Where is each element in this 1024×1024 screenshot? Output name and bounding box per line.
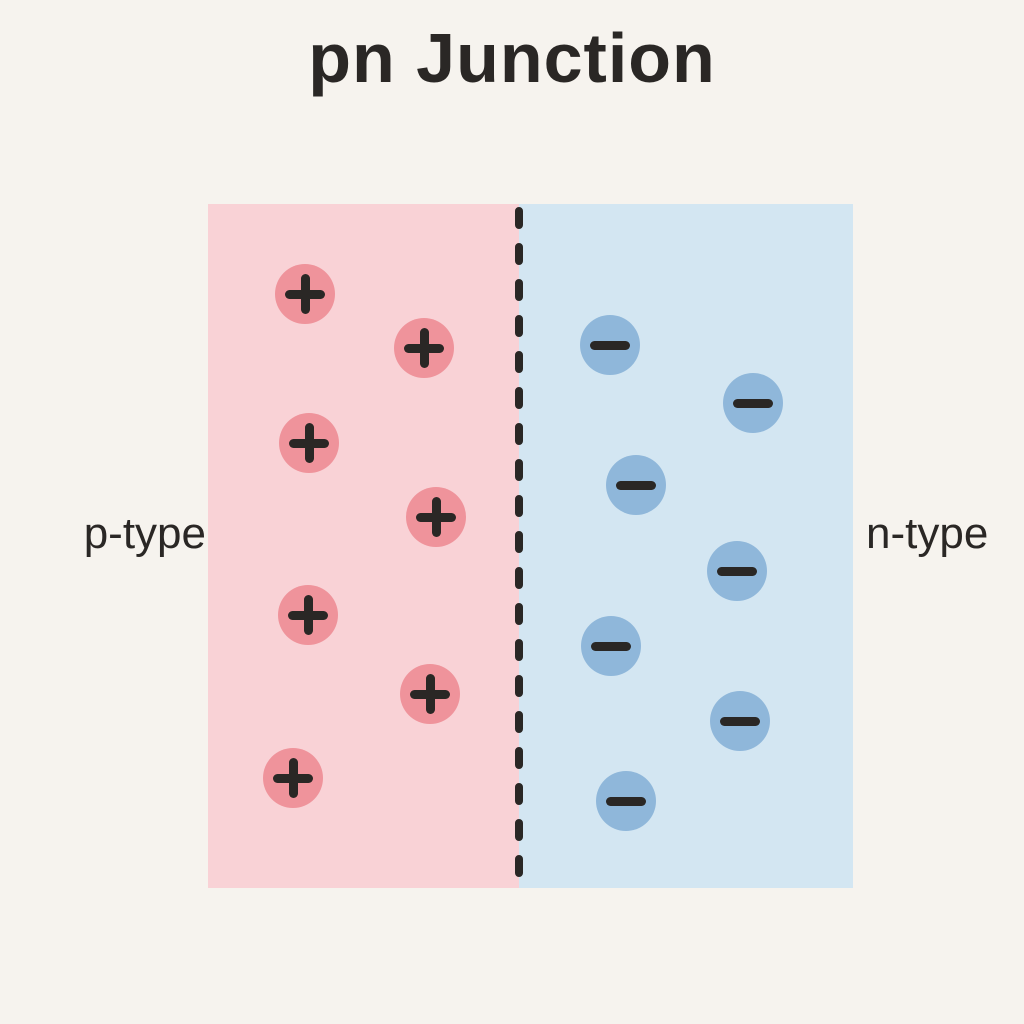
- electron-carrier: [596, 771, 656, 831]
- plus-icon: [278, 585, 338, 645]
- hole-carrier: [263, 748, 323, 808]
- n-type-region: [519, 204, 853, 888]
- hole-carrier: [278, 585, 338, 645]
- hole-carrier: [275, 264, 335, 324]
- electron-carrier: [707, 541, 767, 601]
- hole-carrier: [279, 413, 339, 473]
- minus-icon: [606, 455, 666, 515]
- p-type-label: p-type: [83, 509, 206, 558]
- electron-carrier: [581, 616, 641, 676]
- diagram-title: pn Junction: [308, 19, 716, 97]
- plus-icon: [275, 264, 335, 324]
- plus-icon: [400, 664, 460, 724]
- junction-boundary-dashed-line: [515, 207, 523, 885]
- minus-icon: [580, 315, 640, 375]
- electron-carrier: [580, 315, 640, 375]
- hole-carrier: [406, 487, 466, 547]
- minus-icon: [596, 771, 656, 831]
- electron-carrier: [723, 373, 783, 433]
- plus-icon: [406, 487, 466, 547]
- electron-carrier: [710, 691, 770, 751]
- plus-icon: [263, 748, 323, 808]
- minus-icon: [581, 616, 641, 676]
- junction-box: [208, 204, 853, 888]
- plus-icon: [394, 318, 454, 378]
- minus-icon: [707, 541, 767, 601]
- hole-carrier: [394, 318, 454, 378]
- minus-icon: [710, 691, 770, 751]
- p-type-region: [208, 204, 519, 888]
- plus-icon: [279, 413, 339, 473]
- minus-icon: [723, 373, 783, 433]
- electron-carrier: [606, 455, 666, 515]
- carriers-layer: [208, 204, 853, 888]
- n-type-label: n-type: [866, 509, 989, 558]
- hole-carrier: [400, 664, 460, 724]
